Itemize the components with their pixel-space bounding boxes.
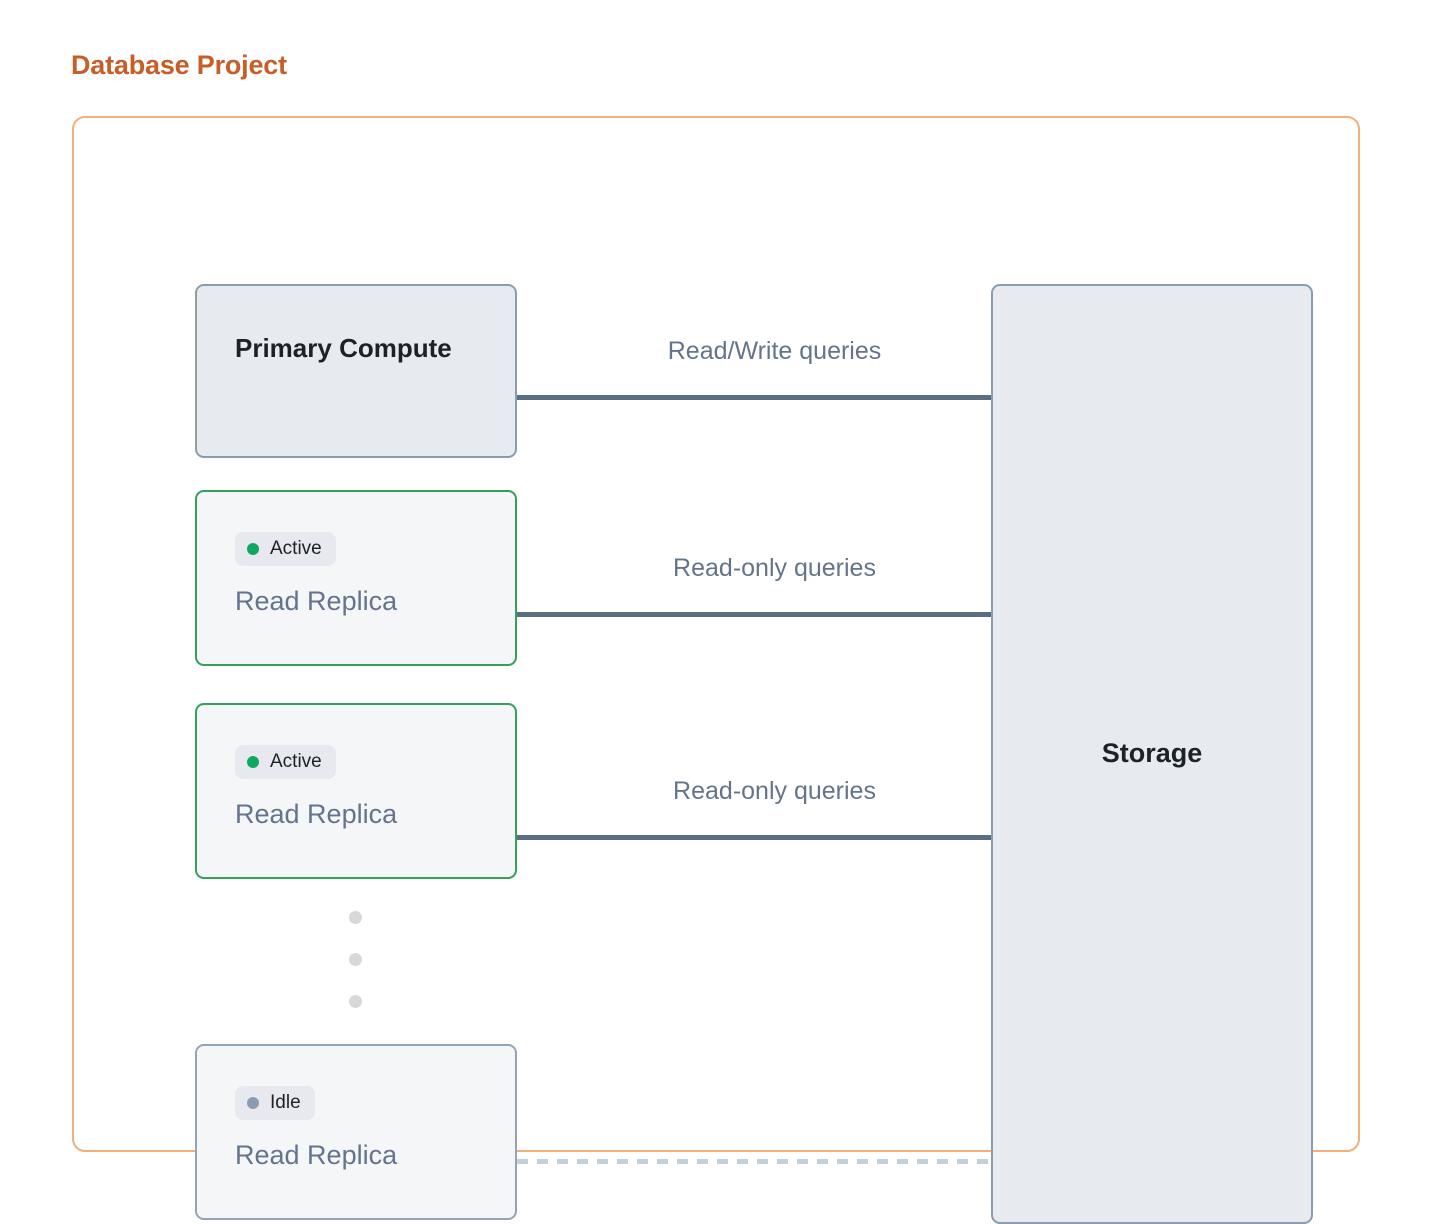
node-primary-compute[interactable]: Primary Compute xyxy=(195,284,517,458)
read-replica-label: Read Replica xyxy=(235,586,398,616)
read-replica-label: Read Replica xyxy=(235,1140,398,1170)
status-dot-icon xyxy=(247,543,259,555)
ellipsis-dot xyxy=(349,911,362,924)
arrow-icon xyxy=(517,604,1032,624)
node-read-replica-1[interactable]: Active Read Replica xyxy=(195,490,517,666)
arrow-shaft xyxy=(517,1159,1018,1164)
status-badge-active: Active xyxy=(235,745,336,779)
flow-read-only-queries-2: Read-only queries xyxy=(517,777,1032,847)
vertical-ellipsis-icon xyxy=(349,911,362,1008)
status-badge-label: Active xyxy=(270,751,322,772)
status-dot-icon xyxy=(247,756,259,768)
arrow-shaft xyxy=(517,835,1018,840)
node-read-replica-3[interactable]: Idle Read Replica xyxy=(195,1044,517,1220)
node-read-replica-2[interactable]: Active Read Replica xyxy=(195,703,517,879)
arrow-icon xyxy=(517,827,1032,847)
node-storage[interactable]: Storage xyxy=(991,284,1313,1224)
primary-compute-label: Primary Compute xyxy=(235,333,452,363)
storage-label: Storage xyxy=(1101,738,1203,768)
status-badge-active: Active xyxy=(235,532,336,566)
status-badge-label: Idle xyxy=(270,1092,301,1113)
flow-label: Read/Write queries xyxy=(667,337,882,365)
arrow-shaft xyxy=(517,395,1018,400)
ellipsis-dot xyxy=(349,953,362,966)
flow-idle-dashed xyxy=(517,1110,1032,1171)
status-dot-icon xyxy=(247,1097,259,1109)
read-replica-label: Read Replica xyxy=(235,799,398,829)
ellipsis-dot xyxy=(349,995,362,1008)
page-title: Database Project xyxy=(71,50,287,80)
status-badge-idle: Idle xyxy=(235,1086,315,1120)
flow-label: Read-only queries xyxy=(673,777,876,805)
arrow-shaft xyxy=(517,612,1018,617)
arrow-icon xyxy=(517,1151,1032,1171)
flow-read-only-queries-1: Read-only queries xyxy=(517,554,1032,624)
flow-label: Read-only queries xyxy=(673,554,876,582)
flow-read-write-queries: Read/Write queries xyxy=(517,337,1032,407)
project-container: Primary Compute Active Read Replica Acti… xyxy=(72,116,1360,1224)
status-badge-label: Active xyxy=(270,538,322,559)
arrow-icon xyxy=(517,387,1032,407)
